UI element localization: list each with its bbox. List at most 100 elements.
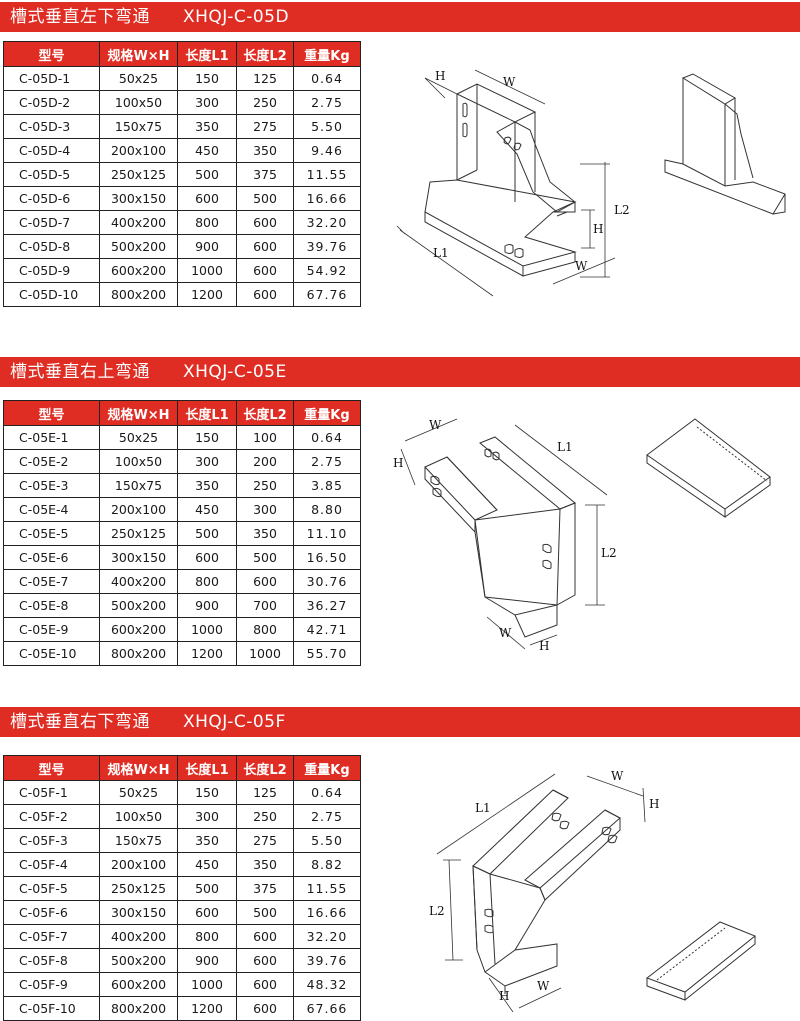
section-banner-05d: 槽式垂直左下弯通 XHQJ-C-05D [0,2,800,32]
label-h: H [539,639,549,653]
cell-l2: 600 [236,210,294,235]
cell-spec: 150x75 [99,828,178,853]
cell-l1: 1000 [177,972,237,997]
cell-weight: 11.55 [293,162,361,187]
cell-spec: 50x25 [99,780,178,805]
label-w: W [499,626,512,640]
label-w: W [537,979,550,993]
cell-model: C-05E-2 [3,449,100,474]
header-spec: 规格W×H [99,400,178,426]
cell-l2: 375 [236,162,294,187]
cell-weight: 9.46 [293,138,361,163]
cell-l1: 450 [177,852,237,877]
label-l2: L2 [429,904,445,918]
cell-l1: 1000 [177,258,237,283]
cell-l2: 500 [236,900,294,925]
cell-model: C-05D-5 [3,162,100,187]
dim-w-top [586,775,644,797]
label-l1: L1 [557,440,573,454]
cell-model: C-05D-6 [3,186,100,211]
dim-l2 [580,162,610,278]
cell-spec: 600x200 [99,972,178,997]
cell-spec: 600x200 [99,258,178,283]
label-h: H [393,456,403,470]
cell-l2: 300 [236,497,294,522]
cell-l1: 500 [177,876,237,901]
header-l2: 长度L2 [236,755,294,781]
dim-l1 [514,424,608,496]
cell-spec: 100x50 [99,804,178,829]
cell-weight: 0.64 [293,66,361,91]
table-header-row: 型号 规格W×H 长度L1 长度L2 重量Kg [3,400,361,426]
cell-l1: 450 [177,138,237,163]
dim-w-bottom [518,987,562,1009]
tray-vertical-body [472,865,546,973]
cell-spec: 200x100 [99,138,178,163]
section-banner-05e: 槽式垂直右上弯通 XHQJ-C-05E [0,357,800,387]
cell-l2: 250 [236,473,294,498]
cell-model: C-05F-8 [3,948,100,973]
drawing-05f: L1 W H L2 H W [429,769,756,1013]
cell-spec: 250x125 [99,521,178,546]
cell-l2: 275 [236,828,294,853]
cell-l1: 500 [177,162,237,187]
tray-bottom-run [424,179,577,267]
cell-spec: 300x150 [99,900,178,925]
cell-model: C-05E-1 [3,425,100,450]
cell-spec: 500x200 [99,948,178,973]
cell-spec: 300x150 [99,186,178,211]
label-w: W [575,259,588,273]
cell-model: C-05E-9 [3,617,100,642]
cell-spec: 50x25 [99,425,178,450]
cell-model: C-05E-5 [3,521,100,546]
cell-weight: 16.50 [293,545,361,570]
cell-weight: 55.70 [293,641,361,666]
label-h: H [593,222,603,236]
cell-l2: 100 [236,425,294,450]
dim-l1 [396,225,494,297]
cell-weight: 32.20 [293,924,361,949]
cell-l1: 800 [177,924,237,949]
cell-spec: 800x200 [99,282,178,307]
cell-l1: 800 [177,569,237,594]
cell-weight: 30.76 [293,569,361,594]
cell-l2: 600 [236,948,294,973]
cell-l2: 275 [236,114,294,139]
cell-l1: 350 [177,828,237,853]
section-code: XHQJ-C-05D [183,7,290,27]
part-bend [724,103,754,179]
label-l2: L2 [614,203,630,217]
header-spec: 规格W×H [99,41,178,67]
label-w: W [429,418,442,432]
cell-l1: 600 [177,186,237,211]
cell-model: C-05E-8 [3,593,100,618]
cell-l2: 600 [236,234,294,259]
cell-model: C-05F-2 [3,804,100,829]
dim-h-left [400,448,416,486]
section-code: XHQJ-C-05F [183,712,286,732]
cell-model: C-05D-4 [3,138,100,163]
tray-back-wall [455,83,537,123]
cell-l2: 125 [236,66,294,91]
cell-l2: 250 [236,804,294,829]
cell-spec: 500x200 [99,593,178,618]
dim-w-top [474,69,546,105]
cell-l1: 1200 [177,641,237,666]
header-l1: 长度L1 [177,41,237,67]
cell-weight: 39.76 [293,234,361,259]
